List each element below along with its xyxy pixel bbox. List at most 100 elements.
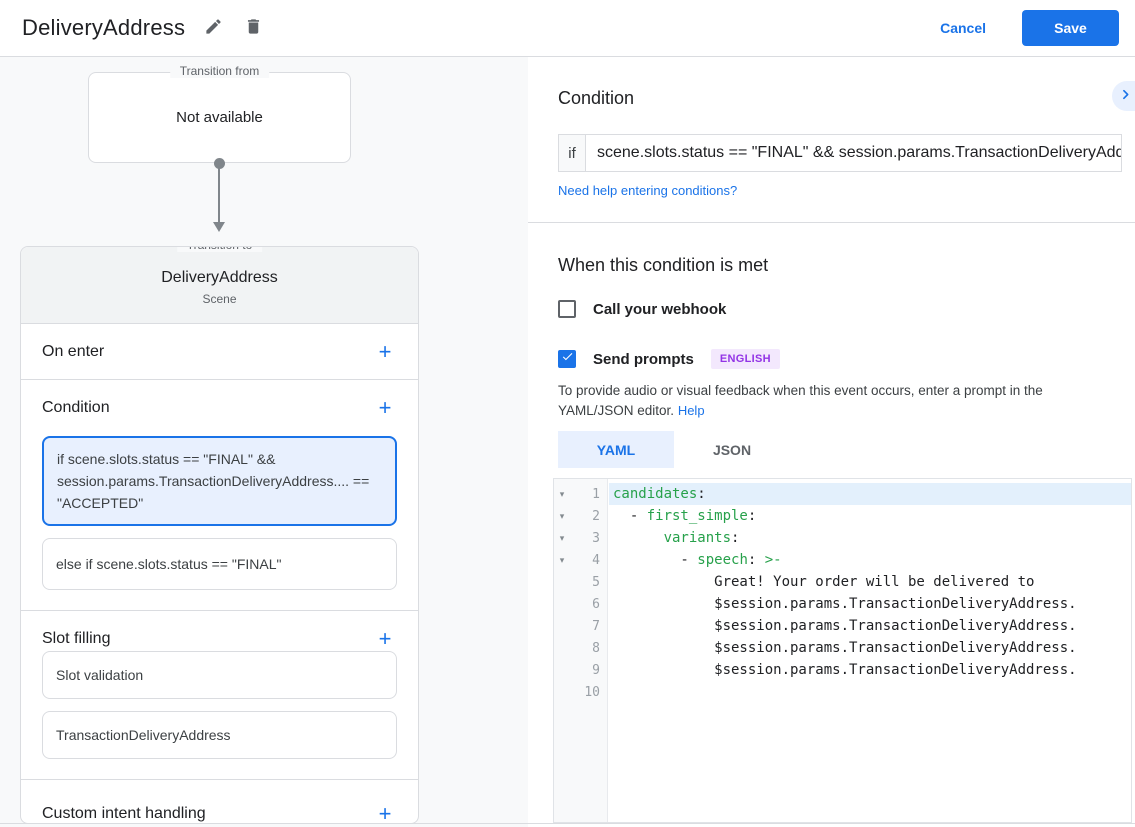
help-link[interactable]: Help: [677, 403, 705, 418]
language-badge: ENGLISH: [710, 349, 780, 369]
cancel-button[interactable]: Cancel: [940, 20, 986, 36]
code-token: first_simple: [646, 508, 748, 524]
scene-type-label: Scene: [202, 292, 237, 306]
code-line[interactable]: [609, 681, 1131, 703]
gutter-row: 6: [554, 593, 607, 615]
code-line[interactable]: - first_simple:: [609, 505, 1131, 527]
line-number: 5: [592, 574, 600, 590]
condition-card[interactable]: else if scene.slots.status == "FINAL": [42, 538, 397, 590]
connector-dot: [214, 158, 225, 169]
gutter-row: 8: [554, 637, 607, 659]
gutter-row: 10: [554, 681, 607, 703]
gutter-row: ▾3: [554, 527, 607, 549]
line-number: 6: [592, 596, 600, 612]
webhook-option-row: Call your webhook: [558, 300, 726, 318]
code-token: $session.params.TransactionDeliveryAddre…: [613, 618, 1077, 634]
code-line[interactable]: Great! Your order will be delivered to: [609, 571, 1131, 593]
code-token: [613, 530, 664, 546]
code-line[interactable]: - speech: >-: [609, 549, 1131, 571]
add-slot-button[interactable]: +: [373, 627, 397, 651]
condition-card-selected[interactable]: if scene.slots.status == "FINAL" && sess…: [42, 436, 397, 526]
transition-from-box[interactable]: Transition from Not available: [88, 64, 351, 163]
on-enter-section: On enter +: [21, 324, 418, 380]
editor-tabs: YAML JSON: [558, 431, 790, 468]
editor-code[interactable]: candidates: - first_simple: variants: - …: [609, 479, 1131, 822]
code-token: -: [613, 508, 647, 524]
code-token: candidates: [613, 486, 698, 502]
gutter-row: 5: [554, 571, 607, 593]
transition-to-legend: Transition to: [176, 247, 263, 252]
code-token: $session.params.TransactionDeliveryAddre…: [613, 662, 1077, 678]
webhook-checkbox[interactable]: [558, 300, 576, 318]
flow-pane: Transition from Not available Transition…: [0, 57, 528, 827]
edit-title-button[interactable]: [195, 10, 231, 46]
gutter-row: ▾1: [554, 483, 607, 505]
code-line[interactable]: variants:: [609, 527, 1131, 549]
collapse-panel-button[interactable]: [1112, 81, 1135, 111]
transition-from-value: Not available: [176, 109, 263, 126]
scene-name: DeliveryAddress: [161, 269, 278, 286]
topbar-actions: Cancel Save: [940, 10, 1135, 46]
pencil-icon: [204, 17, 223, 39]
condition-help-link[interactable]: Need help entering conditions?: [558, 183, 738, 198]
code-line[interactable]: $session.params.TransactionDeliveryAddre…: [609, 615, 1131, 637]
delete-scene-button[interactable]: [235, 10, 271, 46]
slot-filling-section: Slot filling + Slot validation Transacti…: [21, 611, 418, 780]
transition-from-legend: Transition from: [169, 64, 270, 78]
custom-intent-label: Custom intent handling: [42, 805, 206, 822]
fold-arrow-icon[interactable]: ▾: [559, 510, 565, 521]
fold-arrow-icon[interactable]: ▾: [559, 554, 565, 565]
send-prompts-label: Send prompts: [593, 350, 694, 368]
code-token: :: [731, 530, 740, 546]
code-token: :: [747, 508, 757, 524]
code-token: >-: [764, 552, 782, 568]
checkmark-icon: [561, 350, 574, 368]
condition-section-label: Condition: [42, 399, 110, 416]
tab-yaml[interactable]: YAML: [558, 431, 674, 468]
add-on-enter-button[interactable]: +: [373, 340, 397, 364]
scene-header: DeliveryAddress Scene: [21, 247, 418, 324]
condition-met-heading: When this condition is met: [558, 255, 769, 275]
condition-heading: Condition: [558, 88, 635, 108]
line-number: 2: [592, 508, 600, 524]
code-token: :: [697, 486, 706, 502]
code-token: speech: [697, 552, 748, 568]
gutter-row: 7: [554, 615, 607, 637]
line-number: 8: [592, 640, 600, 656]
send-prompts-option-row: Send prompts ENGLISH: [558, 349, 780, 369]
slot-filling-label: Slot filling: [42, 630, 111, 647]
slot-validation-card[interactable]: Slot validation: [42, 651, 397, 699]
gutter-row: 9: [554, 659, 607, 681]
bottom-divider: [0, 823, 1135, 824]
save-button[interactable]: Save: [1022, 10, 1119, 46]
code-line[interactable]: $session.params.TransactionDeliveryAddre…: [609, 659, 1131, 681]
add-custom-intent-button[interactable]: +: [373, 802, 397, 824]
slot-card[interactable]: TransactionDeliveryAddress: [42, 711, 397, 759]
code-token: $session.params.TransactionDeliveryAddre…: [613, 640, 1077, 656]
line-number: 9: [592, 662, 600, 678]
connector-arrowhead-icon: [213, 222, 225, 232]
send-prompts-checkbox[interactable]: [558, 350, 576, 368]
condition-expression-input[interactable]: scene.slots.status == "FINAL" && session…: [585, 134, 1122, 172]
prompts-description: To provide audio or visual feedback when…: [558, 381, 1120, 421]
gutter-row: ▾2: [554, 505, 607, 527]
gutter-row: ▾4: [554, 549, 607, 571]
description-text: To provide audio or visual feedback when…: [558, 383, 1043, 418]
code-token: -: [613, 552, 698, 568]
top-bar: DeliveryAddress Cancel Save: [0, 0, 1135, 57]
if-prefix: if: [558, 134, 585, 172]
condition-detail-pane: Condition if scene.slots.status == "FINA…: [528, 57, 1135, 827]
transition-to-card: Transition to DeliveryAddress Scene On e…: [20, 246, 419, 824]
fold-arrow-icon[interactable]: ▾: [559, 532, 565, 543]
fold-arrow-icon[interactable]: ▾: [559, 488, 565, 499]
webhook-label: Call your webhook: [593, 300, 727, 318]
add-condition-button[interactable]: +: [373, 396, 397, 420]
code-line[interactable]: $session.params.TransactionDeliveryAddre…: [609, 637, 1131, 659]
page-title: DeliveryAddress: [22, 15, 186, 40]
code-line[interactable]: $session.params.TransactionDeliveryAddre…: [609, 593, 1131, 615]
condition-section: Condition + if scene.slots.status == "FI…: [21, 380, 418, 611]
code-line[interactable]: candidates:: [609, 483, 1131, 505]
tab-json[interactable]: JSON: [674, 431, 790, 468]
